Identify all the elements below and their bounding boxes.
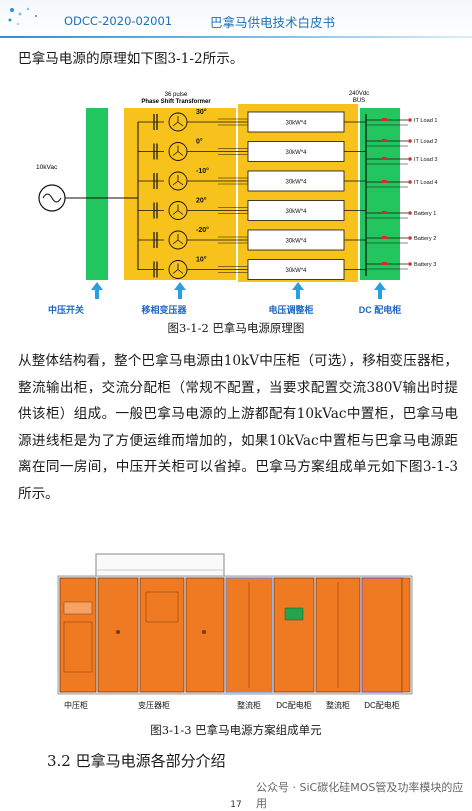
arrow-rectifier: [292, 282, 304, 299]
input-voltage-label: 10kVac: [36, 164, 58, 171]
arrow-transformer: [174, 282, 186, 299]
dc-distribution-cabinet-2: [361, 577, 403, 693]
figure-principle-diagram: 36 pulse Phase Shift Transformer 240Vdc …: [36, 91, 438, 315]
rectifier-module-label: 30kW*4: [285, 150, 307, 156]
dc-output-4: IT Load 4: [366, 180, 438, 188]
transformer-zone: [124, 108, 236, 280]
phase-angle-label: 0°: [196, 138, 203, 146]
terminal-icon: [408, 139, 412, 143]
label-dc-cabinet-2: DC配电柜: [364, 700, 400, 710]
header-dots-decoration: [8, 7, 37, 25]
label-rectifier-cabinet-2: 整流柜: [326, 700, 350, 710]
transformer-label-2: Phase Shift Transformer: [141, 99, 211, 105]
zone-label-mv-switch: 中压开关: [48, 304, 84, 315]
breaker-icon: [382, 157, 387, 160]
terminal-icon: [408, 236, 412, 240]
dc-output-7: Battery 3: [366, 262, 436, 270]
document-code: ODCC-2020-02001: [64, 14, 173, 28]
zone-arrows: [91, 282, 386, 299]
phase-angle-label: 30°: [196, 108, 207, 116]
label-dc-cabinet-1: DC配电柜: [276, 700, 312, 710]
terminal-icon: [408, 211, 412, 215]
breaker-icon: [382, 262, 387, 265]
breaker-icon: [382, 236, 387, 239]
page-number: 17: [230, 800, 242, 810]
load-label: Battery 1: [414, 211, 436, 217]
dc-output-1: IT Load 1: [366, 118, 438, 126]
zone-label-dc-distribution: DC 配电柜: [359, 304, 402, 315]
breaker-icon: [382, 180, 387, 183]
load-label: IT Load 2: [414, 139, 438, 145]
transformer-row-1: 30° 30kW*4: [138, 108, 366, 133]
load-label: IT Load 1: [414, 118, 438, 124]
dc-distribution-zone: [360, 108, 400, 280]
rectifier-module-label: 30kW*4: [285, 209, 307, 215]
transformer-row-3: -10° 30kW*4: [138, 167, 366, 192]
transformer-row-5: -20° 30kW*4: [138, 226, 366, 251]
document-title: 巴拿马供电技术白皮书: [210, 15, 336, 30]
watermark-text: 公众号 · SiC碳化硅MOS管及功率模块的应用: [256, 781, 464, 810]
terminal-icon: [408, 118, 412, 122]
bus-label-1: 240Vdc: [349, 91, 369, 97]
rectifier-zone: [238, 104, 358, 282]
breaker-icon: [382, 211, 387, 214]
dc-load-outputs: IT Load 1 IT Load 2 IT Load 3 IT Load 4 Batt…: [366, 118, 438, 270]
phase-angle-label: -10°: [196, 167, 209, 175]
figure-caption-1: 图3-1-2 巴拿马电源原理图: [167, 321, 305, 335]
dc-output-5: Battery 1: [366, 211, 436, 219]
phase-angle-label: -20°: [196, 226, 209, 234]
rectifier-cabinet-2: [315, 577, 361, 693]
intro-paragraph: 巴拿马电源的原理如下图3-1-2所示。: [18, 51, 244, 67]
rectifier-module-label: 30kW*4: [285, 268, 307, 274]
dc-distribution-cabinet-1: [273, 577, 315, 693]
phase-angle-label: 20°: [196, 197, 207, 205]
transformer-row-6: 10° 30kW*4: [138, 256, 366, 280]
transformer-row-4: 20° 30kW*4: [138, 197, 366, 221]
arrow-mv-switch: [91, 282, 103, 299]
bus-label-2: BUS: [353, 98, 365, 104]
transformer-rectifier-rows: 30°30kW*40°30kW*4-10°30kW*420°30kW*4-20°…: [138, 108, 366, 280]
breaker-icon: [382, 118, 387, 121]
phase-angle-label: 10°: [196, 256, 207, 264]
header-rule: [0, 36, 472, 38]
breaker-icon: [382, 139, 387, 142]
transformer-row-2: 0° 30kW*4: [138, 138, 366, 162]
label-transformer-cabinet: 变压器柜: [138, 700, 170, 710]
control-screen: [284, 607, 304, 621]
rectifier-module-label: 30kW*4: [285, 121, 307, 127]
rectifier-module-label: 30kW*4: [285, 180, 307, 186]
section-heading: 3.2 巴拿马电源各部分介绍: [47, 752, 226, 770]
zone-label-transformer: 移相变压器: [141, 304, 187, 315]
rectifier-module-label: 30kW*4: [285, 239, 307, 245]
terminal-icon: [408, 262, 412, 266]
label-mv-cabinet: 中压柜: [64, 700, 88, 710]
rectifier-cabinet-1: [225, 577, 273, 693]
terminal-icon: [408, 180, 412, 184]
load-label: IT Load 4: [414, 180, 438, 186]
body-paragraph: 从整体结构看，整个巴拿马电源由10kV中压柜（可选），移相变压器柜，整流输出柜，…: [18, 353, 458, 502]
dc-output-2: IT Load 2: [366, 139, 438, 147]
figure-cabinet-units: 中压柜 变压器柜 整流柜 DC配电柜 整流柜 DC配电柜: [57, 553, 413, 710]
mv-switch-zone: [86, 108, 108, 280]
zone-label-rectifier: 电压调整柜: [268, 304, 313, 315]
load-label: Battery 2: [414, 236, 436, 242]
terminal-icon: [408, 157, 412, 161]
transformer-cabinet: [97, 577, 225, 693]
transformer-label-1: 36 pulse: [165, 92, 188, 98]
dc-output-3: IT Load 3: [366, 157, 438, 165]
medium-voltage-cabinet: [59, 577, 97, 693]
page-header: ODCC-2020-02001 巴拿马供电技术白皮书: [0, 0, 472, 38]
load-label: IT Load 3: [414, 157, 438, 163]
figure-caption-2: 图3-1-3 巴拿马电源方案组成单元: [150, 723, 322, 737]
arrow-dc-distribution: [374, 282, 386, 299]
load-label: Battery 3: [414, 262, 436, 268]
label-rectifier-cabinet-1: 整流柜: [237, 700, 261, 710]
dc-output-6: Battery 2: [366, 236, 436, 244]
